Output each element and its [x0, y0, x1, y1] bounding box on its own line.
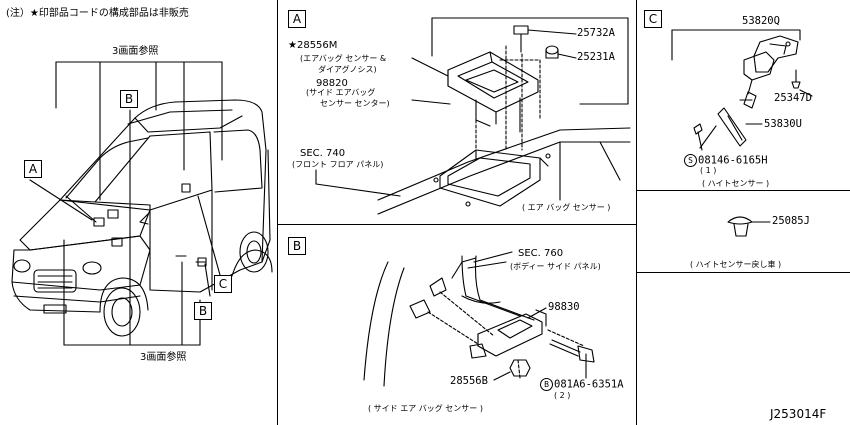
section-b-caption: ( サイド エア バッグ センサー )	[368, 404, 483, 413]
screw-08146-number: 08146-6165H	[698, 154, 768, 167]
bolt-25231a-label: 25231A	[577, 51, 615, 63]
divider-right	[636, 0, 637, 425]
screw-08146-qty: ( 1 )	[700, 166, 717, 175]
diagram-code: J253014F	[770, 407, 827, 421]
callout-box-a: A	[24, 160, 42, 178]
side-sensor-drawing	[363, 251, 595, 387]
sec-740-label: SEC. 740	[300, 148, 346, 159]
sec-740-name: (フロント フロア パネル)	[292, 160, 384, 169]
bolt-081a6-number: 081A6-6351A	[554, 378, 624, 391]
divider-a-b	[277, 224, 636, 225]
clip-caption: ( ハイトセンサー戻し車 )	[690, 260, 782, 269]
callout-box-c: C	[214, 275, 232, 293]
overview-ref-bottom: 3画面参照	[140, 352, 187, 363]
part-53830u-label: 53830U	[764, 118, 802, 130]
vehicle-drawing	[11, 99, 273, 337]
overview-leaders-top	[55, 61, 223, 269]
airbag-sensor-name-2: ダイアグノシス)	[318, 65, 377, 74]
section-c-caption: ( ハイトセンサー )	[702, 179, 770, 188]
airbag-sensor-drawing	[315, 17, 631, 215]
side-airbag-center-part-no: 98820	[316, 78, 348, 89]
airbag-sensor-part-no: ★28556M	[288, 40, 338, 51]
callout-box-b-bottom: B	[194, 302, 212, 320]
section-a-label: A	[288, 10, 306, 28]
bolt-b-symbol: B	[540, 378, 553, 391]
height-sensor-drawing	[671, 29, 813, 237]
bolt-081a6-qty: ( 2 )	[554, 391, 571, 400]
height-sensor-assembly-label: 53820Q	[742, 15, 780, 27]
divider-clip-bottom	[636, 272, 850, 273]
section-b-label: B	[288, 237, 306, 255]
part-25347d-label: 25347D	[774, 92, 812, 104]
callout-box-b-top: B	[120, 90, 138, 108]
divider-left	[277, 0, 278, 425]
clip-25085j-label: 25085J	[772, 215, 810, 227]
sec-760-name: (ボディー サイド パネル)	[510, 262, 601, 271]
divider-c-clip	[636, 190, 850, 191]
bolt-25732a-label: 25732A	[577, 27, 615, 39]
overview-leaders-bottom	[29, 179, 221, 346]
note-text: (注）★印部品コードの構成部品は非販売	[6, 8, 189, 19]
airbag-sensor-name-1: (エアバッグ センサー &	[300, 54, 387, 63]
side-airbag-center-name-2: センサー センター)	[320, 99, 390, 108]
part-98830-label: 98830	[548, 301, 580, 313]
screw-s-symbol: S	[684, 154, 697, 167]
overview-ref-top: 3画面参照	[112, 46, 159, 57]
section-c-label: C	[644, 10, 662, 28]
side-airbag-center-name-1: (サイド エアバッグ	[306, 88, 376, 97]
sec-760-label: SEC. 760	[518, 248, 564, 259]
section-a-caption: ( エア バッグ センサー )	[522, 203, 611, 212]
part-28556b-label: 28556B	[450, 375, 488, 387]
